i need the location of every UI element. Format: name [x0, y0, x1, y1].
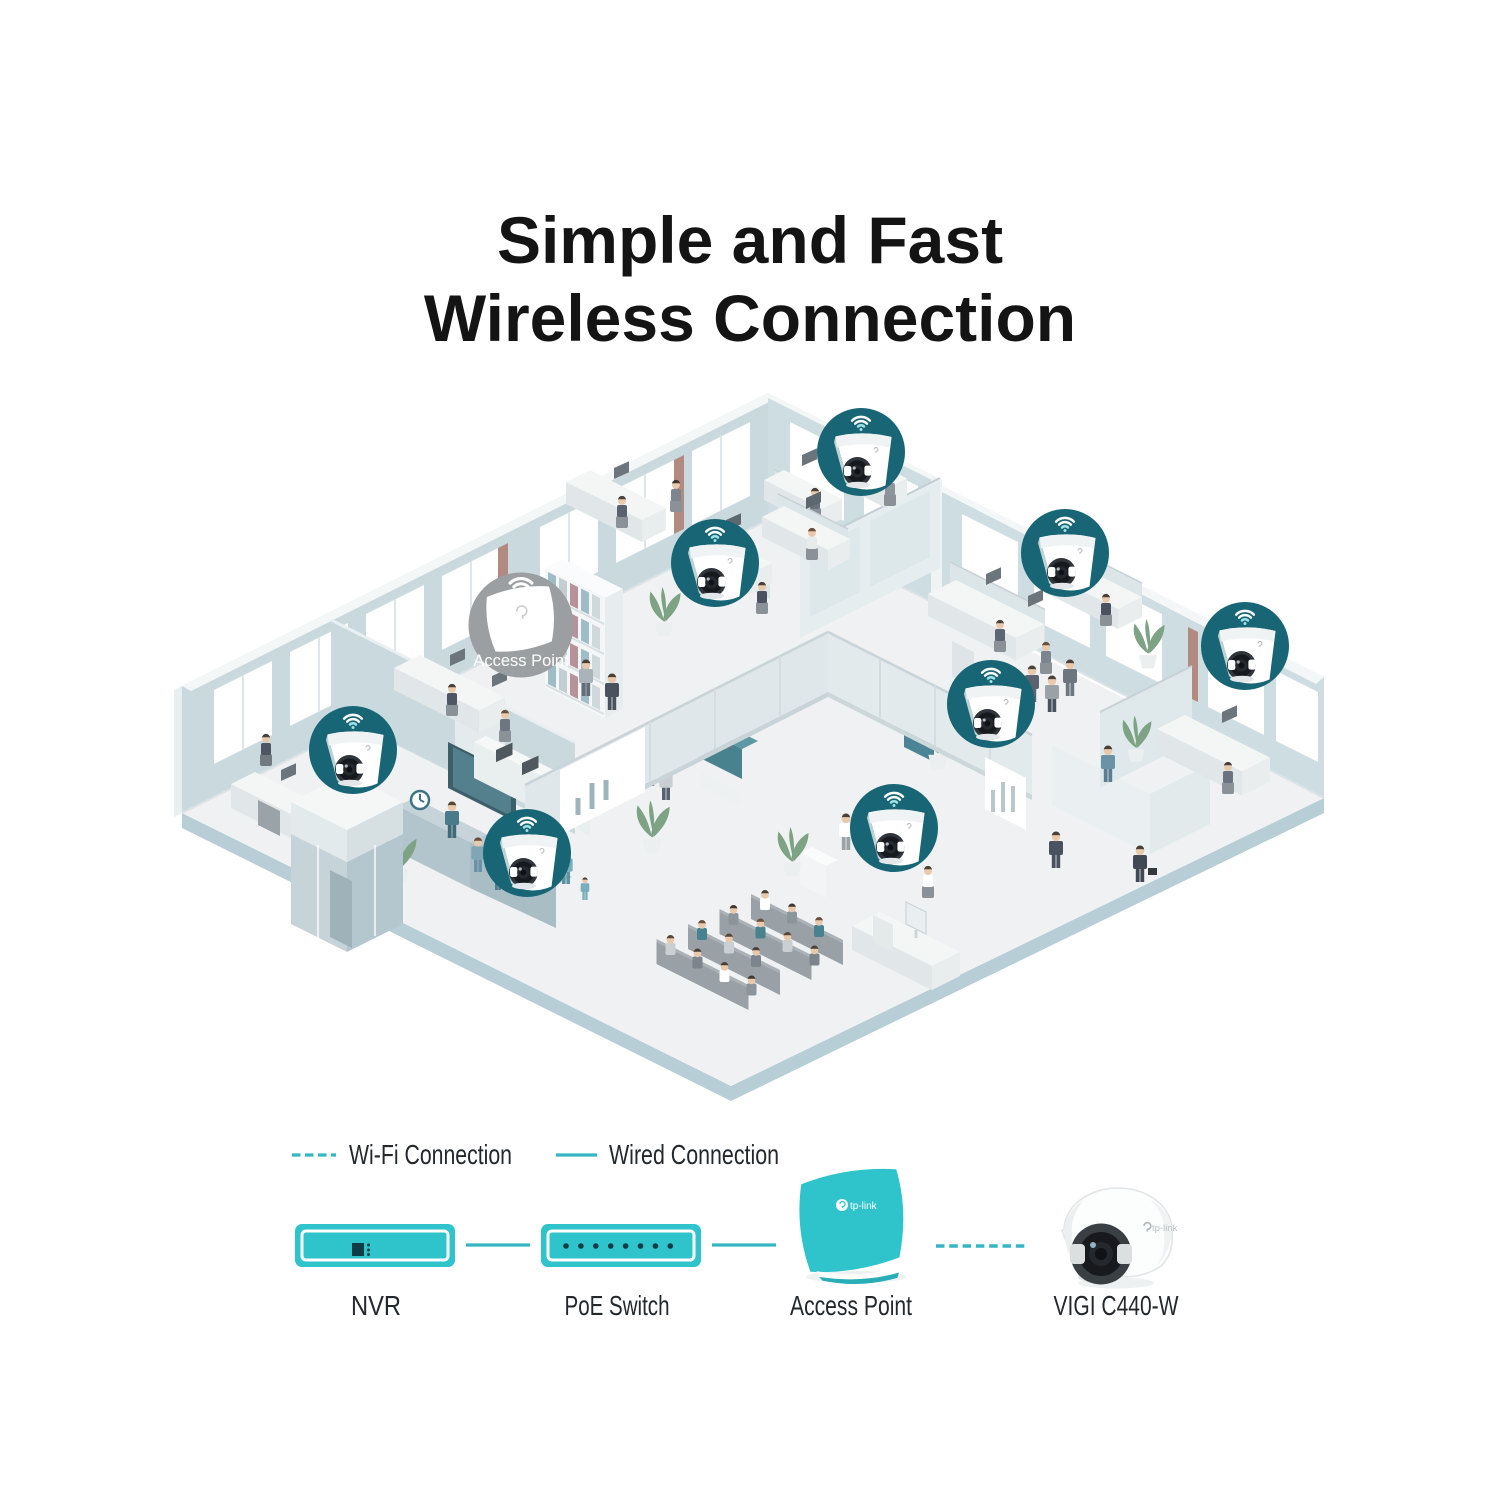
svg-text:tp-link: tp-link: [1152, 1223, 1178, 1234]
svg-text:PoE Switch: PoE Switch: [565, 1290, 670, 1321]
svg-text:tp-link: tp-link: [850, 1201, 878, 1212]
svg-text:Access Point: Access Point: [790, 1290, 912, 1321]
svg-text:Wi-Fi Connection: Wi-Fi Connection: [349, 1139, 512, 1170]
svg-text:Access Point: Access Point: [473, 652, 569, 670]
svg-text:NVR: NVR: [351, 1290, 401, 1321]
svg-text:VIGI C440-W: VIGI C440-W: [1054, 1290, 1179, 1321]
svg-text:Wired Connection: Wired Connection: [609, 1139, 779, 1170]
